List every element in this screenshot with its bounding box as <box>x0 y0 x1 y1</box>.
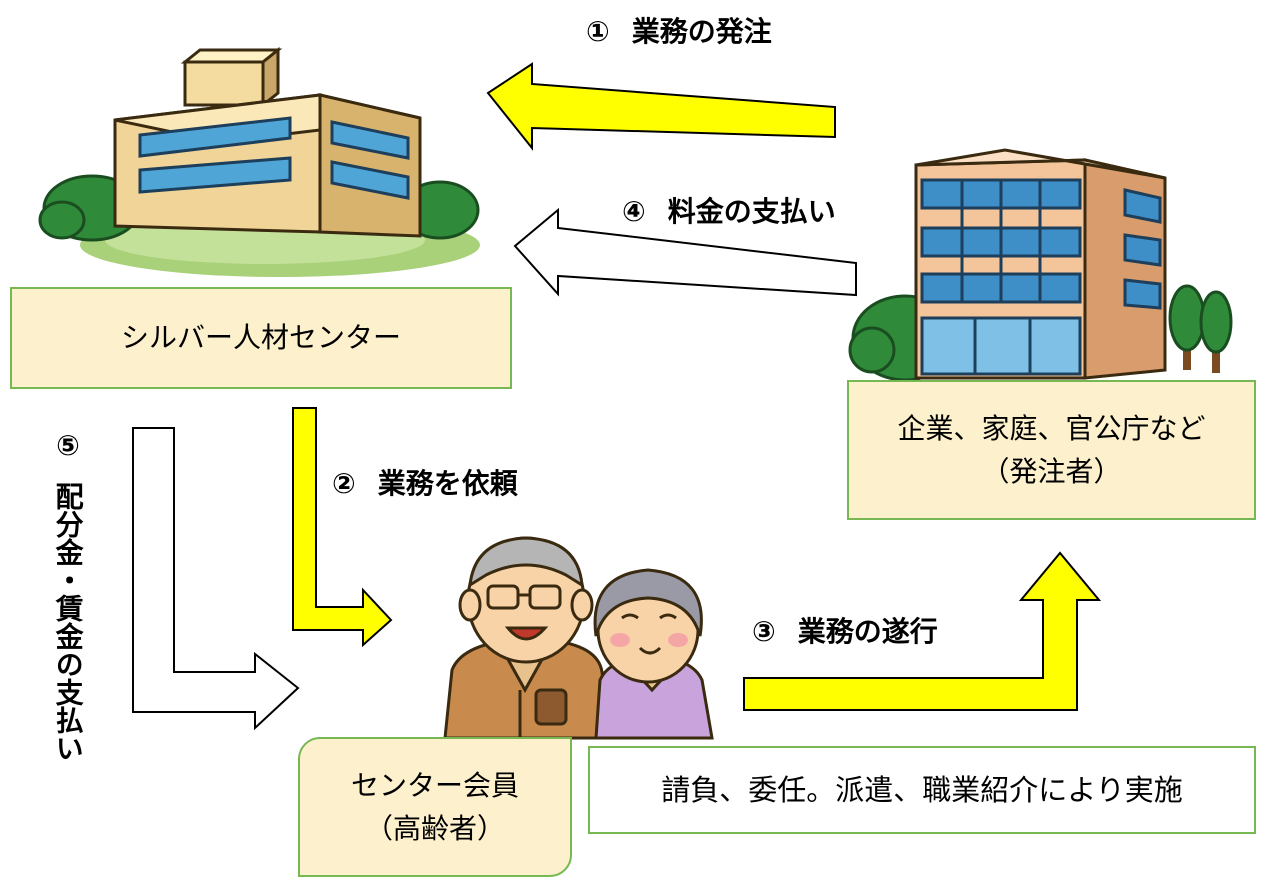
step1-text: 業務の発注 <box>631 15 772 48</box>
step1-label: ① 業務の発注 <box>586 18 772 46</box>
member-line2: （高齢者） <box>364 812 505 845</box>
step1-number: ① <box>586 15 610 48</box>
step5-label: ⑤ 配分金・賃金の支払い <box>48 429 88 763</box>
method-box: 請負、委任。派遣、職業紹介により実施 <box>588 746 1256 834</box>
arrow-wage <box>132 427 300 731</box>
client-line2: （発注者） <box>981 455 1122 488</box>
member-line1: センター会員 <box>350 768 519 802</box>
arrow-payment <box>513 207 857 297</box>
step4-label: ④ 料金の支払い <box>622 198 836 226</box>
silver-center-building-icon <box>38 46 480 277</box>
step2-label: ② 業務を依頼 <box>332 470 518 498</box>
client-office-building-icon <box>848 148 1233 382</box>
silver-center-label: シルバー人材センター <box>120 321 401 355</box>
member-box: センター会員 （高齢者） <box>298 737 572 877</box>
arrow-execution <box>743 551 1102 711</box>
elderly-couple-icon <box>443 536 714 740</box>
arrow-order <box>486 62 836 151</box>
step5-number: ⑤ <box>56 429 80 462</box>
step2-number: ② <box>332 467 356 500</box>
step4-number: ④ <box>622 195 646 228</box>
step5-text: 配分金・賃金の支払い <box>51 482 85 762</box>
step3-label: ③ 業務の遂行 <box>752 618 938 646</box>
step3-text: 業務の遂行 <box>797 615 938 648</box>
step4-text: 料金の支払い <box>667 195 836 228</box>
step2-text: 業務を依頼 <box>377 467 518 500</box>
step3-number: ③ <box>752 615 776 648</box>
silver-center-box: シルバー人材センター <box>10 287 512 389</box>
arrow-request <box>292 407 393 648</box>
client-box: 企業、家庭、官公庁など （発注者） <box>847 380 1256 520</box>
method-label: 請負、委任。派遣、職業紹介により実施 <box>661 772 1183 807</box>
client-line1: 企業、家庭、官公庁など <box>897 411 1206 445</box>
